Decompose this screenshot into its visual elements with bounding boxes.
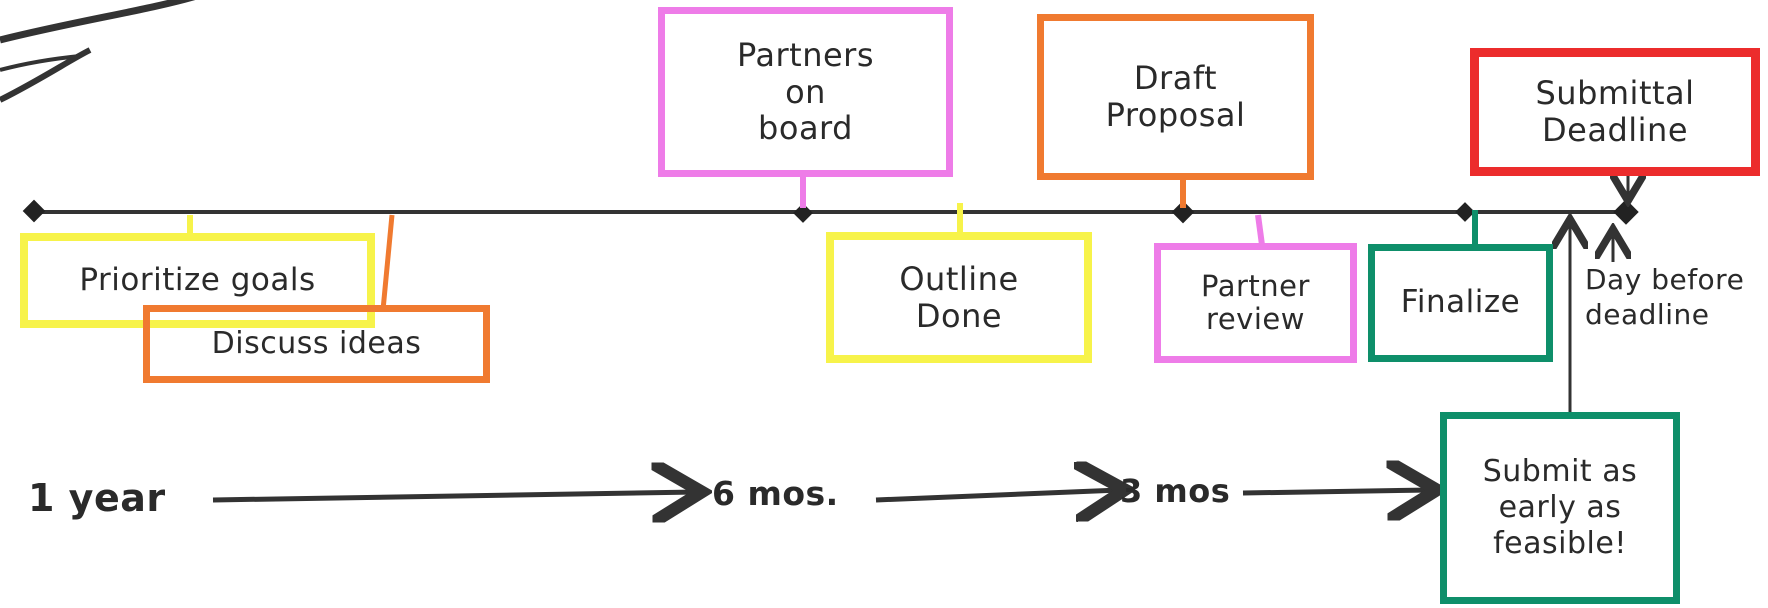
sketch-curve bbox=[0, 47, 92, 103]
timeline-node bbox=[1613, 199, 1639, 225]
task-finalize: Finalize bbox=[1368, 244, 1553, 362]
scale-label-6-mos: 6 mos. bbox=[712, 474, 839, 513]
milestone-draft-proposal: Draft Proposal bbox=[1037, 14, 1314, 180]
task-partner-review: Partner review bbox=[1154, 243, 1357, 363]
scale-label-3-mos: 3 mos bbox=[1120, 472, 1231, 510]
stem-discuss bbox=[380, 214, 395, 311]
sketch-curve bbox=[0, 54, 81, 72]
timeline-node bbox=[22, 199, 46, 223]
scale-label-1-year: 1 year bbox=[28, 476, 166, 520]
task-prioritize-goals: Prioritize goals bbox=[20, 233, 375, 328]
sketch-curve bbox=[0, 0, 196, 44]
note-submit-early: Submit as early as feasible! bbox=[1440, 412, 1680, 604]
milestone-partners-on-board: Partners on board bbox=[658, 7, 953, 177]
note-day-before-deadline: Day before deadline bbox=[1585, 263, 1745, 331]
task-discuss-ideas: Discuss ideas bbox=[143, 305, 490, 383]
timeline-node bbox=[1455, 202, 1475, 222]
scale-arrow-3 bbox=[1242, 490, 1432, 493]
stem-review bbox=[1255, 214, 1265, 246]
milestone-submittal-deadline: Submittal Deadline bbox=[1470, 48, 1760, 176]
scale-arrow-2 bbox=[875, 490, 1120, 500]
scale-arrow-1 bbox=[212, 492, 697, 500]
task-outline-done: Outline Done bbox=[826, 232, 1092, 363]
